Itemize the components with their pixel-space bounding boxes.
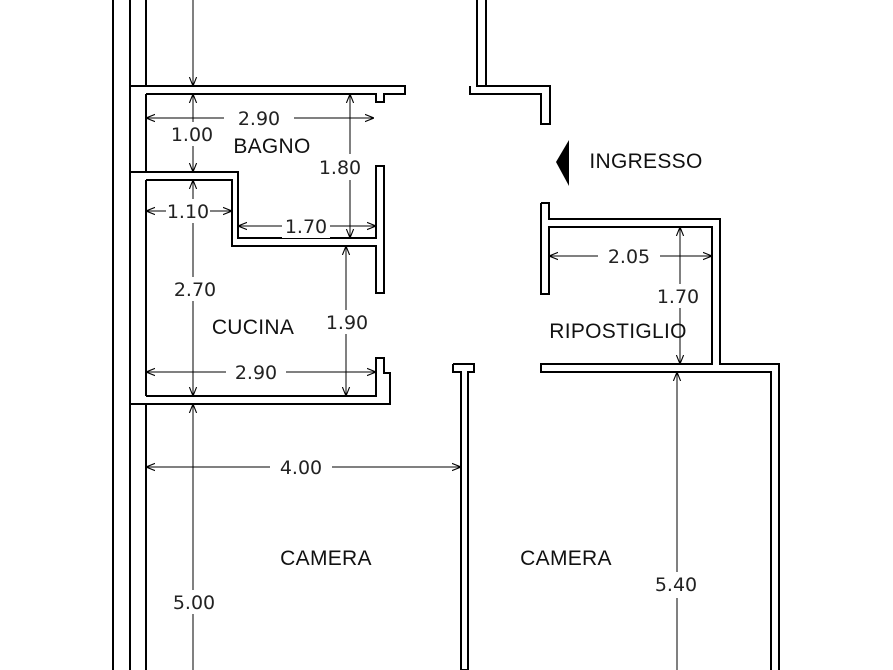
dim-bagno-width: 2.90 [238,108,280,130]
walls [112,0,780,670]
dim-ripostiglio-width: 2.05 [608,246,650,268]
dim-cucina-width: 2.90 [235,362,277,384]
bagno-top-wall [145,78,406,103]
dim-bagno-small: 1.00 [171,124,213,146]
camera-partition [452,363,475,670]
dim-bagno-bottom: 1.70 [285,216,327,238]
dim-camera-left-height: 5.00 [173,592,215,614]
room-label-cucina: CUCINA [212,316,294,339]
ingresso-upper-wall [469,0,551,125]
dimension-labels: 2.90 1.00 1.80 1.10 1.70 2.70 1.90 2.90 … [167,108,699,614]
room-label-ingresso: INGRESSO [589,150,702,173]
dim-label-backgrounds [166,106,704,614]
dim-bagno-height: 1.80 [319,157,361,179]
ripostiglio-inner-wall [540,203,772,670]
room-label-camera-left: CAMERA [280,547,372,570]
ripostiglio-wall [541,202,780,670]
room-label-bagno: BAGNO [233,135,310,158]
entrance-arrow-icon [556,140,569,186]
cucina-bottom-wall [130,357,391,405]
dim-camera-left-width: 4.00 [280,457,322,479]
dim-cucina-height: 1.90 [326,312,368,334]
room-labels: BAGNO CUCINA INGRESSO RIPOSTIGLIO CAMERA… [212,135,702,570]
dim-cucina-small: 1.10 [167,201,209,223]
room-label-camera-right: CAMERA [520,547,612,570]
dim-camera-right-height: 5.40 [655,574,697,596]
dim-cucina-side: 2.70 [174,279,216,301]
room-label-ripostiglio: RIPOSTIGLIO [549,320,687,343]
dim-ripostiglio-height: 1.70 [657,286,699,308]
